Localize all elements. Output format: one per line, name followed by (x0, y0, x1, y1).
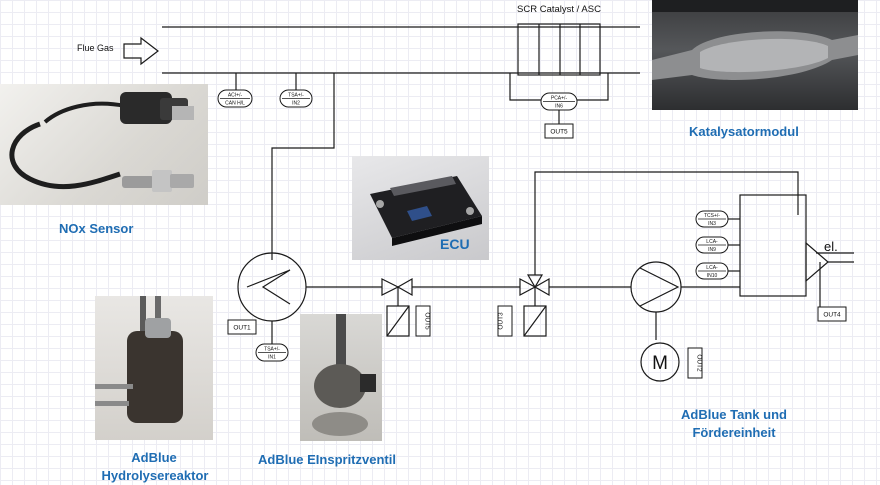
tag-lca-2-top: LCA- (706, 265, 718, 271)
tag-tsa-top-bottom: IN2 (292, 101, 300, 107)
out2-label: OUT2 (696, 354, 703, 372)
nox-sensor-illustration (9, 92, 194, 192)
valve-1-actuator (386, 305, 410, 337)
out1-box (227, 319, 257, 335)
ecu-board-illustration (370, 176, 482, 246)
tag-lca-1-top: LCA- (706, 239, 718, 245)
injector-photo (300, 314, 382, 441)
caption-tank-line2: Fördereinheit (692, 425, 776, 440)
ecu-photo: ECU (352, 156, 489, 260)
valve-1 (381, 278, 400, 296)
flue-gas-arrow (123, 36, 159, 66)
hydrolysis-reactor-illustration (95, 296, 183, 423)
tag-aci-bottom: CAN H/L (225, 101, 245, 107)
caption-injector: AdBlue EInspritzventil (258, 452, 396, 467)
catalyst-photo (652, 0, 858, 110)
tag-lca-1-bottom: IN9 (708, 247, 716, 253)
tag-tcs-bottom: IN3 (708, 221, 716, 227)
scr-catalyst (517, 23, 601, 76)
out1-label: OUT1 (233, 325, 251, 332)
out5-box-valve (415, 305, 431, 337)
out5-label-valve: OUT5 (424, 312, 431, 330)
tag-tsa-bottom-bottom: IN1 (268, 355, 276, 361)
pump-motor (640, 342, 680, 382)
catalyst-illustration (652, 0, 858, 80)
pump (630, 261, 682, 313)
three-way-valve-actuator (523, 305, 547, 337)
out4-box (817, 306, 847, 322)
tag-pca-top: PCA+/- (551, 96, 568, 102)
out2-box (687, 347, 703, 379)
tag-tsa-bottom-top: TSA+/- (264, 347, 280, 353)
out4-label: OUT4 (823, 312, 841, 319)
out5-box-top (544, 123, 574, 139)
bypass-line (534, 171, 799, 275)
out3-label: OUT3 (498, 312, 505, 330)
flue-gas-label: Flue Gas (77, 43, 114, 53)
caption-hydrolysis-line1: AdBlue (131, 450, 177, 465)
motor-label: M (652, 353, 668, 374)
caption-nox-sensor: NOx Sensor (59, 221, 134, 236)
tag-lca-2-bottom: IN10 (707, 273, 718, 279)
caption-hydrolysis-line2: Hydrolysereaktor (101, 468, 209, 483)
caption-tank-line1: AdBlue Tank und (681, 407, 787, 422)
out3-box (497, 305, 513, 337)
caption-catalyst-module: Katalysatormodul (689, 124, 799, 139)
tag-pca-bottom: IN6 (555, 104, 563, 110)
ecu-board-label: ECU (440, 236, 470, 252)
tag-tcs-top: TCS+/- (704, 213, 720, 219)
electric-label: el. (824, 239, 838, 254)
scr-label: SCR Catalyst / ASC (517, 4, 601, 15)
tag-aci-top: ACI+/- (228, 93, 243, 99)
injector-illustration (312, 314, 376, 436)
heat-exchanger-coil (246, 269, 291, 305)
injection-feed-line (271, 73, 335, 260)
adblue-tank (739, 194, 807, 297)
nox-sensor-photo (0, 84, 208, 205)
hydrolysis-reactor-photo (95, 296, 213, 440)
tag-tsa-top-top: TSA+/- (288, 93, 304, 99)
three-way-valve (519, 278, 537, 296)
out5-label-top: OUT5 (550, 129, 568, 136)
